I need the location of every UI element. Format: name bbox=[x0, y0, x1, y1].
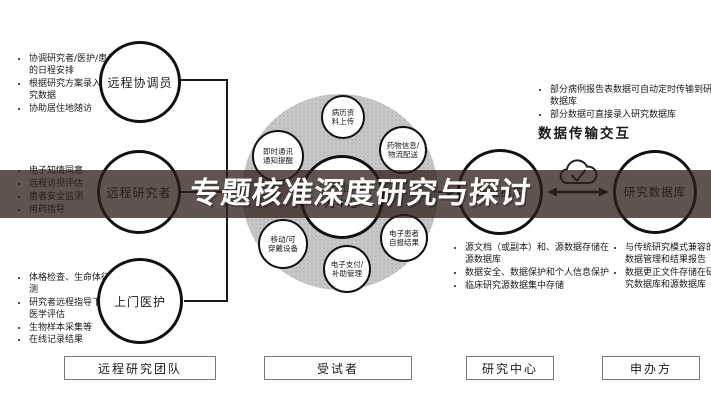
bullet-item: 数据更正文件存储在研究数据库和源数据库 bbox=[625, 268, 711, 292]
bullet-item: 与传统研究模式兼容的数据管理和结果报告 bbox=[625, 243, 711, 267]
satellite-medical-records-upload: 病历资 料上传 bbox=[321, 95, 365, 139]
data-transfer-title: 数据传输交互 bbox=[538, 126, 631, 142]
research-db-bullets: 与传统研究模式兼容的数据管理和结果报告 数据更正文件存储在研究数据库和源数据库 bbox=[612, 243, 711, 293]
circle-label: 电子支付/ 补助管理 bbox=[330, 259, 364, 278]
box-label: 受试者 bbox=[316, 361, 359, 376]
box-label: 研究中心 bbox=[481, 361, 538, 376]
bullet-item: 研究者远程指导下进行医学评估 bbox=[29, 298, 121, 322]
bullet-item: 在线记录结果 bbox=[29, 335, 121, 347]
bullet-item: 协调研究者/医护/患者的日程安排 bbox=[29, 54, 117, 78]
satellite-drug-logistics: 药物信息/ 物流配送 bbox=[379, 126, 427, 174]
bullet-item: 生物样本采集等 bbox=[29, 323, 121, 335]
bottom-box-sponsor: 申办方 bbox=[602, 356, 700, 380]
satellite-epayment-subsidy: 电子支付/ 补助管理 bbox=[323, 245, 371, 293]
watermark-text: 专题核准深度研究与探讨 bbox=[188, 176, 533, 211]
satellite-wearable-devices: 移动/可 穿戴设备 bbox=[258, 219, 308, 269]
bullet-item: 体格检查、生命体征监测 bbox=[29, 273, 121, 297]
box-label: 申办方 bbox=[629, 361, 672, 376]
bullet-item: 源文档（或副本）和、源数据存储在源数据库 bbox=[465, 243, 617, 267]
bullet-item: 协助居住地随访 bbox=[29, 104, 117, 116]
box-label: 远程研究团队 bbox=[97, 361, 182, 376]
bottom-box-study-site: 研究中心 bbox=[466, 356, 554, 380]
data-transfer-bullets: 部分病例报告表数据可自动定时传输到研究数据库 部分数据可直接录入研究数据库 bbox=[537, 85, 711, 123]
bullet-item: 数据安全、数据保护和个人信息保护 bbox=[465, 268, 617, 280]
bullet-item: 根据研究方案录入研究数据 bbox=[29, 79, 117, 103]
circle-label: 药物信息/ 物流配送 bbox=[386, 140, 420, 159]
home-nurse-bullets: 体格检查、生命体征监测 研究者远程指导下进行医学评估 生物样本采集等 在线记录结… bbox=[16, 273, 121, 348]
satellite-epro: 电子患者 自报结果 bbox=[380, 214, 428, 262]
circle-label: 远程协调员 bbox=[107, 75, 173, 90]
source-db-bullets: 源文档（或副本）和、源数据存储在源数据库 数据安全、数据保护和个人信息保护 临床… bbox=[452, 243, 617, 294]
bottom-box-remote-research-team: 远程研究团队 bbox=[64, 356, 216, 380]
bullet-item: 临床研究源数据集中存储 bbox=[465, 281, 617, 293]
circle-label: 电子患者 自报结果 bbox=[389, 228, 419, 247]
coordinator-bullets: 协调研究者/医护/患者的日程安排 根据研究方案录入研究数据 协助居住地随访 bbox=[16, 54, 117, 116]
bullet-item: 部分病例报告表数据可自动定时传输到研究数据库 bbox=[550, 85, 711, 109]
circle-remote-coordinator: 远程协调员 bbox=[99, 41, 181, 123]
circle-label: 移动/可 穿戴设备 bbox=[268, 234, 298, 253]
bullet-item: 部分数据可直接录入研究数据库 bbox=[550, 110, 711, 122]
watermark-banner: 专题核准深度研究与探讨 bbox=[0, 170, 711, 218]
circle-label: 病历资 料上传 bbox=[331, 107, 355, 126]
bottom-box-subject: 受试者 bbox=[264, 356, 412, 380]
circle-label: 上门医护 bbox=[113, 294, 166, 309]
circle-label: 即时通讯 通知提醒 bbox=[263, 146, 293, 165]
circle-home-medical-staff: 上门医护 bbox=[97, 258, 183, 344]
